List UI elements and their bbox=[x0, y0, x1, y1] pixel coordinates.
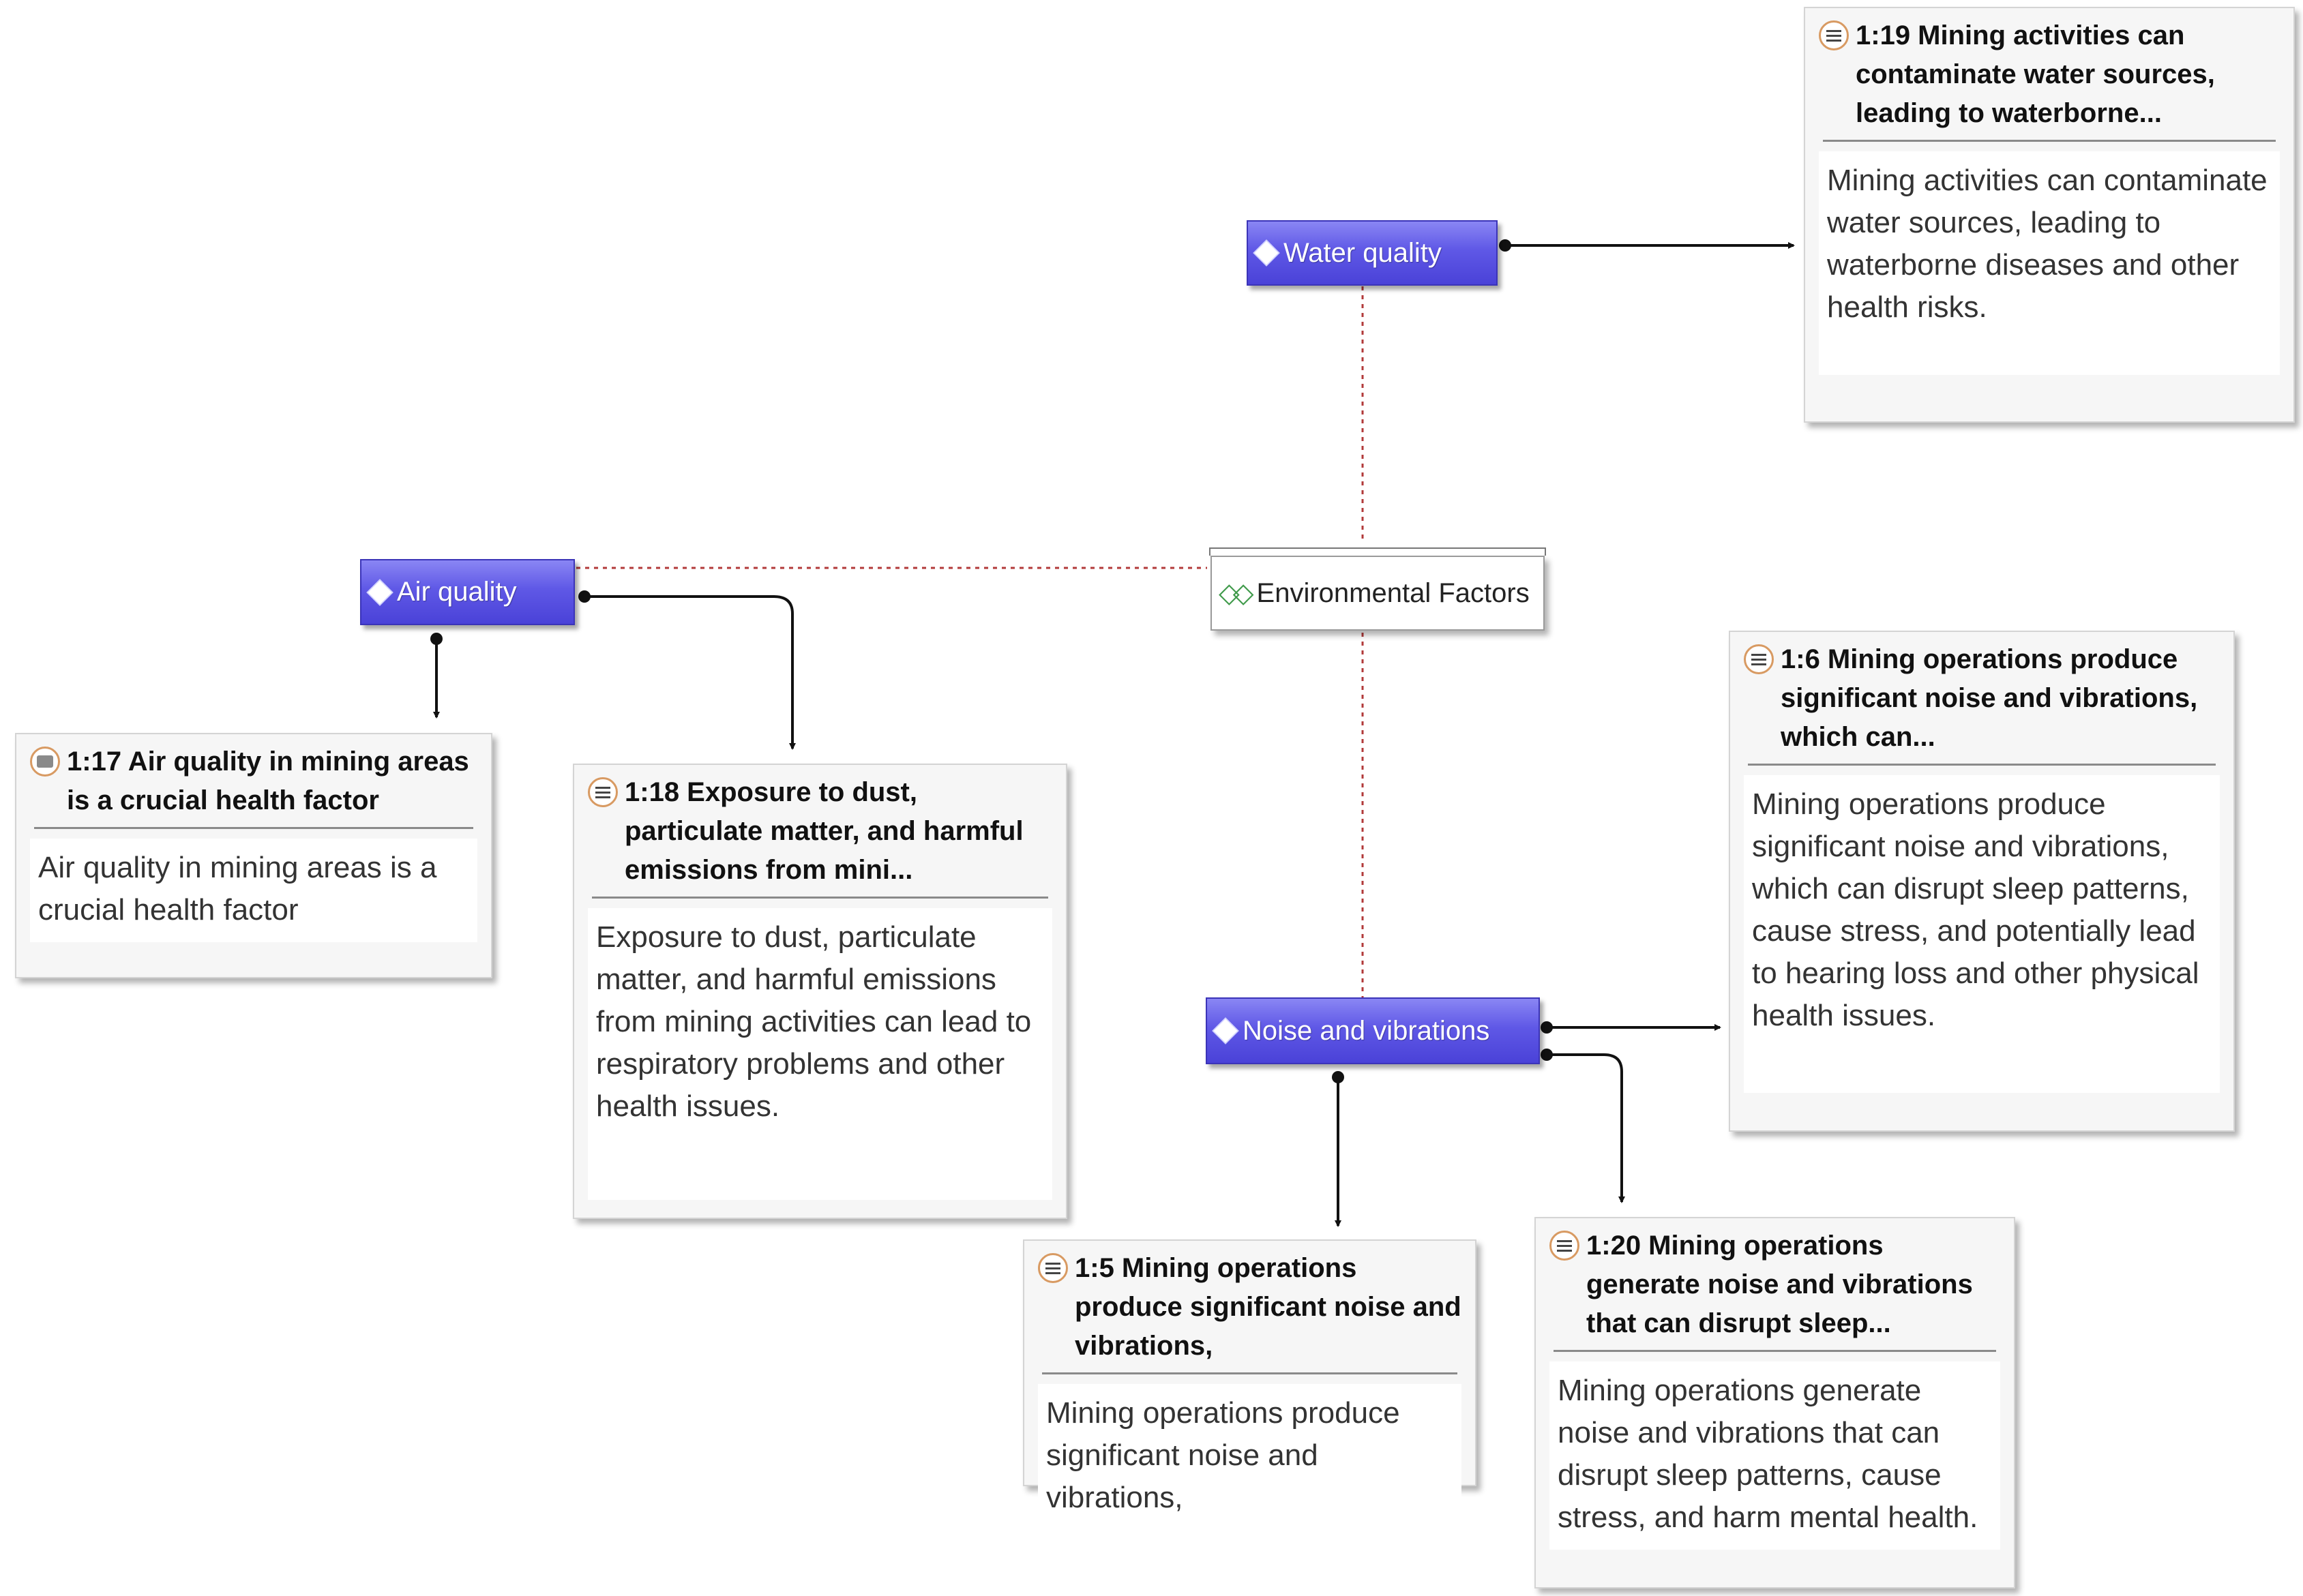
quotation-title: 1:19 Mining activities can contaminate w… bbox=[1856, 20, 2215, 128]
link-dot bbox=[1332, 1071, 1344, 1083]
quotation-body: Mining operations produce significant no… bbox=[1038, 1384, 1461, 1530]
code-diamond-icon bbox=[1212, 1017, 1239, 1044]
quotation-divider bbox=[592, 897, 1048, 899]
quotation-title: 1:17 Air quality in mining areas is a cr… bbox=[67, 747, 469, 815]
link-noise-q1-20 bbox=[1548, 1053, 1625, 1203]
link-air-q1-18 bbox=[585, 595, 796, 750]
quotation-body: Exposure to dust, particulate matter, an… bbox=[588, 908, 1052, 1200]
code-group-icon: ◇◇ bbox=[1219, 578, 1253, 608]
quotation-node-1-20[interactable]: 1:20 Mining operations generate noise an… bbox=[1534, 1217, 2015, 1589]
quotation-divider bbox=[1823, 140, 2276, 142]
quotation-text-icon bbox=[1549, 1231, 1579, 1261]
link-dot bbox=[430, 633, 443, 645]
quotation-text-icon bbox=[588, 777, 618, 807]
code-diamond-icon bbox=[366, 578, 393, 606]
quotation-divider bbox=[34, 827, 473, 829]
quotation-divider bbox=[1042, 1372, 1457, 1374]
quotation-node-1-6[interactable]: 1:6 Mining operations produce significan… bbox=[1729, 631, 2235, 1132]
quotation-title: 1:6 Mining operations produce significan… bbox=[1781, 644, 2198, 752]
quotation-divider bbox=[1554, 1350, 1996, 1352]
code-node-water-quality[interactable]: Water quality bbox=[1247, 220, 1498, 286]
link-dot bbox=[1499, 239, 1511, 252]
code-node-noise-vibrations[interactable]: Noise and vibrations bbox=[1206, 997, 1540, 1064]
quotation-comment-icon bbox=[30, 747, 60, 777]
quotation-divider bbox=[1748, 764, 2216, 766]
quotation-title: 1:20 Mining operations generate noise an… bbox=[1586, 1231, 1973, 1338]
quotation-node-1-5[interactable]: 1:5 Mining operations produce significan… bbox=[1023, 1239, 1476, 1530]
group-label: Environmental Factors bbox=[1256, 577, 1530, 608]
group-node-environmental-factors[interactable]: ◇◇ Environmental Factors bbox=[1209, 547, 1546, 631]
code-node-air-quality[interactable]: Air quality bbox=[360, 559, 575, 625]
link-dot bbox=[1541, 1021, 1553, 1034]
quotation-text-icon bbox=[1819, 20, 1849, 50]
quotation-title: 1:18 Exposure to dust, particulate matte… bbox=[625, 777, 1024, 885]
code-label: Air quality bbox=[397, 577, 517, 607]
link-dot bbox=[578, 590, 591, 603]
quotation-text-icon bbox=[1744, 644, 1774, 674]
link-dot bbox=[1541, 1049, 1553, 1061]
code-label: Water quality bbox=[1283, 237, 1442, 268]
quotation-node-1-19[interactable]: 1:19 Mining activities can contaminate w… bbox=[1804, 7, 2295, 423]
quotation-body: Mining operations produce significant no… bbox=[1744, 775, 2220, 1093]
quotation-node-1-17[interactable]: 1:17 Air quality in mining areas is a cr… bbox=[15, 733, 492, 978]
quotation-body: Mining activities can contaminate water … bbox=[1819, 151, 2280, 375]
quotation-body: Air quality in mining areas is a crucial… bbox=[30, 839, 477, 942]
quotation-node-1-18[interactable]: 1:18 Exposure to dust, particulate matte… bbox=[573, 764, 1067, 1219]
code-label: Noise and vibrations bbox=[1243, 1015, 1490, 1046]
quotation-body: Mining operations generate noise and vib… bbox=[1549, 1361, 2000, 1550]
quotation-text-icon bbox=[1038, 1253, 1068, 1283]
code-diamond-icon bbox=[1253, 239, 1280, 267]
quotation-title: 1:5 Mining operations produce significan… bbox=[1075, 1253, 1461, 1361]
